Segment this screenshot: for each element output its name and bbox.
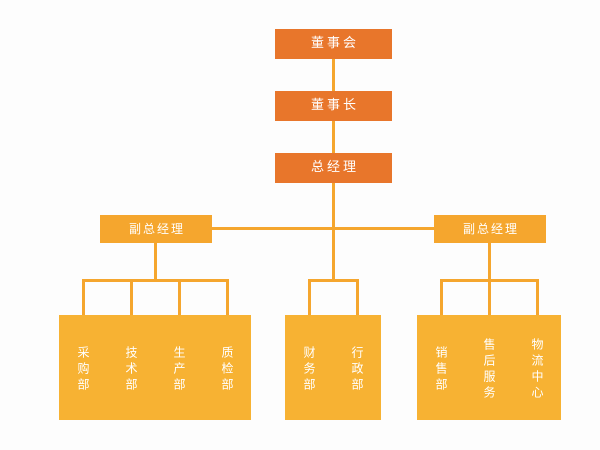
connector-left-group-bus [82, 279, 229, 282]
node-department-technology[interactable]: 技术部 [107, 315, 155, 420]
node-deputy-general-manager-right[interactable]: 副总经理 [434, 215, 546, 243]
connector-right-drop-3 [536, 279, 539, 316]
connector-left-drop-1 [82, 279, 85, 316]
connector-deputy-left-drop [154, 243, 157, 282]
connector-deputy-right-drop [488, 243, 491, 282]
node-label-department: 财务部 [302, 345, 316, 394]
node-label-department: 行政部 [350, 345, 364, 394]
connector-left-drop-3 [178, 279, 181, 316]
connector-left-drop-4 [226, 279, 229, 316]
node-label-board: 董事会 [310, 35, 359, 51]
node-label-department: 生产部 [172, 345, 186, 394]
node-label-department: 售后服务 [482, 337, 496, 402]
node-board-of-directors[interactable]: 董事会 [275, 29, 392, 59]
connector-center-drop-1 [308, 279, 311, 316]
connector-center-group-bus [308, 279, 359, 282]
node-chairman[interactable]: 董事长 [275, 91, 392, 121]
node-label-department: 销售部 [434, 345, 448, 394]
node-label-department: 技术部 [124, 345, 138, 394]
node-label-department: 采购部 [76, 345, 90, 394]
node-department-after-sales-service[interactable]: 售后服务 [465, 315, 513, 420]
connector-deputy-bus [212, 227, 434, 230]
connector-gm-spine [332, 183, 335, 282]
node-department-production[interactable]: 生产部 [155, 315, 203, 420]
connector-board-to-chairman [332, 59, 335, 91]
connector-left-drop-2 [130, 279, 133, 316]
node-department-finance[interactable]: 财务部 [285, 315, 333, 420]
node-label-deputy-right: 副总经理 [462, 221, 519, 236]
node-label-department: 质检部 [220, 345, 234, 394]
node-label-general-manager: 总经理 [310, 159, 359, 175]
node-deputy-general-manager-left[interactable]: 副总经理 [100, 215, 212, 243]
node-department-logistics-center[interactable]: 物流中心 [513, 315, 561, 420]
connector-center-drop-2 [356, 279, 359, 316]
node-label-chairman: 董事长 [310, 97, 359, 113]
connector-right-drop-1 [440, 279, 443, 316]
node-department-sales[interactable]: 销售部 [417, 315, 465, 420]
connector-chairman-to-gm [332, 121, 335, 153]
connector-right-drop-2 [488, 279, 491, 316]
node-label-deputy-left: 副总经理 [128, 221, 185, 236]
node-department-administration[interactable]: 行政部 [333, 315, 381, 420]
node-department-procurement[interactable]: 采购部 [59, 315, 107, 420]
node-department-quality-inspection[interactable]: 质检部 [203, 315, 251, 420]
node-general-manager[interactable]: 总经理 [275, 153, 392, 183]
node-label-department: 物流中心 [530, 337, 544, 402]
